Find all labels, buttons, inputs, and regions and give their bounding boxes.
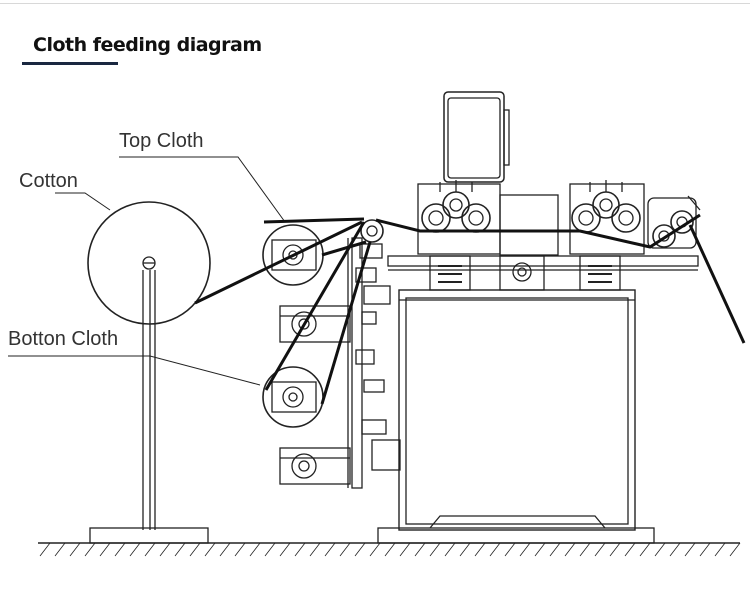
- bottom-cloth-roll: [262, 366, 324, 428]
- tension-roller: [647, 195, 701, 249]
- roller-assembly-2: [569, 180, 645, 291]
- machine-frame: [377, 255, 699, 544]
- mid-roller-bracket-1: [279, 305, 351, 343]
- page-title: Cloth feeding diagram: [33, 34, 262, 56]
- top-cloth-label: Top Cloth: [119, 130, 204, 152]
- ground-floor: [38, 542, 741, 557]
- cotton-roll: [87, 201, 211, 544]
- motor: [443, 91, 559, 256]
- top-rule: [0, 3, 750, 4]
- bottom-cloth-label: Botton Cloth: [8, 328, 119, 350]
- gear-box: [499, 255, 545, 291]
- feed-column: [347, 219, 401, 489]
- label-leader-lines: [8, 156, 286, 386]
- title-underline: [22, 62, 118, 65]
- roller-assembly-1: [417, 180, 501, 291]
- cloth-paths: [194, 213, 746, 405]
- cotton-label: Cotton: [19, 170, 78, 192]
- mid-roller-bracket-2: [279, 447, 351, 485]
